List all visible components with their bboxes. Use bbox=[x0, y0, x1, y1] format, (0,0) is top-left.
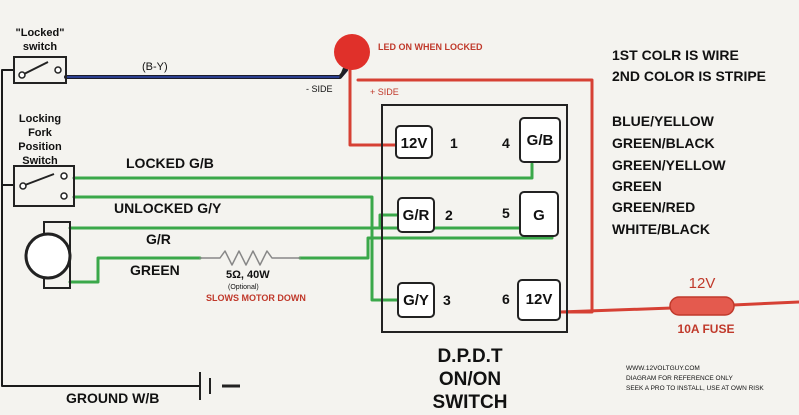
fork-switch-contact-3 bbox=[60, 192, 68, 200]
resistor-note: SLOWS MOTOR DOWN bbox=[206, 293, 306, 303]
footer-line1: DIAGRAM FOR REFERENCE ONLY bbox=[626, 375, 733, 382]
locked-switch-lever bbox=[23, 61, 49, 75]
fuse-icon bbox=[669, 296, 735, 316]
terminal-6-label: 12V bbox=[526, 291, 553, 308]
terminal-1 bbox=[395, 125, 433, 159]
locked-switch-box bbox=[13, 56, 67, 84]
terminal-5 bbox=[519, 191, 559, 237]
fork-switch-label-line2: Fork bbox=[28, 127, 53, 139]
wire-led-plus bbox=[348, 68, 398, 147]
led-label: LED ON WHEN LOCKED bbox=[378, 42, 483, 52]
wire-green bbox=[68, 256, 202, 284]
terminal-4-number: 4 bbox=[502, 135, 510, 151]
terminal-5-label: G bbox=[533, 207, 545, 224]
wire-unlocked-label: UNLOCKED G/Y bbox=[114, 200, 222, 216]
legend-color-2: GREEN/BLACK bbox=[612, 135, 715, 151]
resistor-optional: (Optional) bbox=[228, 284, 259, 291]
footer-site: WWW.12VOLTGUY.COM bbox=[626, 365, 700, 372]
switch-title-line1: D.P.D.T bbox=[437, 346, 503, 367]
terminal-3-number: 3 bbox=[443, 292, 451, 308]
terminal-3 bbox=[397, 282, 435, 318]
locked-switch-label-line2: switch bbox=[23, 41, 58, 53]
terminal-3-label: G/Y bbox=[403, 292, 429, 309]
fuse-voltage-label: 12V bbox=[689, 275, 716, 292]
wire-ground-trunk bbox=[1, 69, 201, 387]
terminal-2-label: G/R bbox=[403, 207, 430, 224]
dpdt-switch-body bbox=[381, 104, 568, 333]
wire-ground-label: GROUND W/B bbox=[66, 390, 159, 406]
legend-color-5: GREEN/RED bbox=[612, 199, 695, 215]
terminal-5-number: 5 bbox=[502, 205, 510, 221]
fork-switch-label-line1: Locking bbox=[19, 113, 61, 125]
motor-icon bbox=[24, 232, 72, 280]
wire-locked-gb bbox=[72, 162, 534, 180]
wire-b-y bbox=[64, 68, 348, 79]
led-lead-minus bbox=[339, 67, 345, 79]
terminal-6 bbox=[517, 279, 561, 321]
wire-green-label: GREEN bbox=[130, 262, 180, 278]
locked-switch-contact-right bbox=[54, 66, 62, 74]
wire-gr-label: G/R bbox=[146, 231, 171, 247]
terminal-1-number: 1 bbox=[450, 135, 458, 151]
wire-unlocked-gy bbox=[72, 195, 400, 302]
locked-switch-label-line1: "Locked" bbox=[16, 27, 65, 39]
locked-switch-contact-left bbox=[18, 71, 26, 79]
fuse-label: 10A FUSE bbox=[678, 322, 735, 336]
resistor-symbol bbox=[199, 250, 301, 266]
legend-header-1: 1ST COLR IS WIRE bbox=[612, 47, 739, 63]
wire-fuse-feed bbox=[558, 300, 799, 314]
terminal-1-label: 12V bbox=[401, 135, 428, 152]
legend-color-6: WHITE/BLACK bbox=[612, 221, 710, 237]
led-plus-side-label: + SIDE bbox=[370, 87, 399, 97]
legend-color-4: GREEN bbox=[612, 178, 662, 194]
led-minus-side-label: - SIDE bbox=[306, 84, 333, 94]
resistor-value: 5Ω, 40W bbox=[226, 269, 270, 281]
switch-title-line2: ON/ON bbox=[439, 369, 501, 390]
terminal-4 bbox=[519, 117, 561, 163]
legend-color-3: GREEN/YELLOW bbox=[612, 157, 726, 173]
footer-line2: SEEK A PRO TO INSTALL, USE AT OWN RISK bbox=[626, 385, 764, 392]
terminal-4-label: G/B bbox=[527, 132, 554, 149]
fork-switch-label-line4: Switch bbox=[22, 155, 58, 167]
fork-switch-label-line3: Position bbox=[18, 141, 62, 153]
fork-switch-lever bbox=[24, 173, 55, 186]
switch-title-line3: SWITCH bbox=[433, 392, 508, 413]
fork-switch-contact-1 bbox=[19, 182, 27, 190]
wire-locked-label: LOCKED G/B bbox=[126, 155, 214, 171]
terminal-2 bbox=[397, 197, 435, 233]
wire-b-y-label: (B-Y) bbox=[142, 61, 168, 73]
legend-header-2: 2ND COLOR IS STRIPE bbox=[612, 68, 766, 84]
terminal-2-number: 2 bbox=[445, 207, 453, 223]
fork-switch-box bbox=[13, 165, 75, 207]
terminal-6-number: 6 bbox=[502, 291, 510, 307]
legend-color-1: BLUE/YELLOW bbox=[612, 113, 715, 129]
fork-switch-contact-2 bbox=[60, 172, 68, 180]
led-icon bbox=[334, 34, 370, 70]
